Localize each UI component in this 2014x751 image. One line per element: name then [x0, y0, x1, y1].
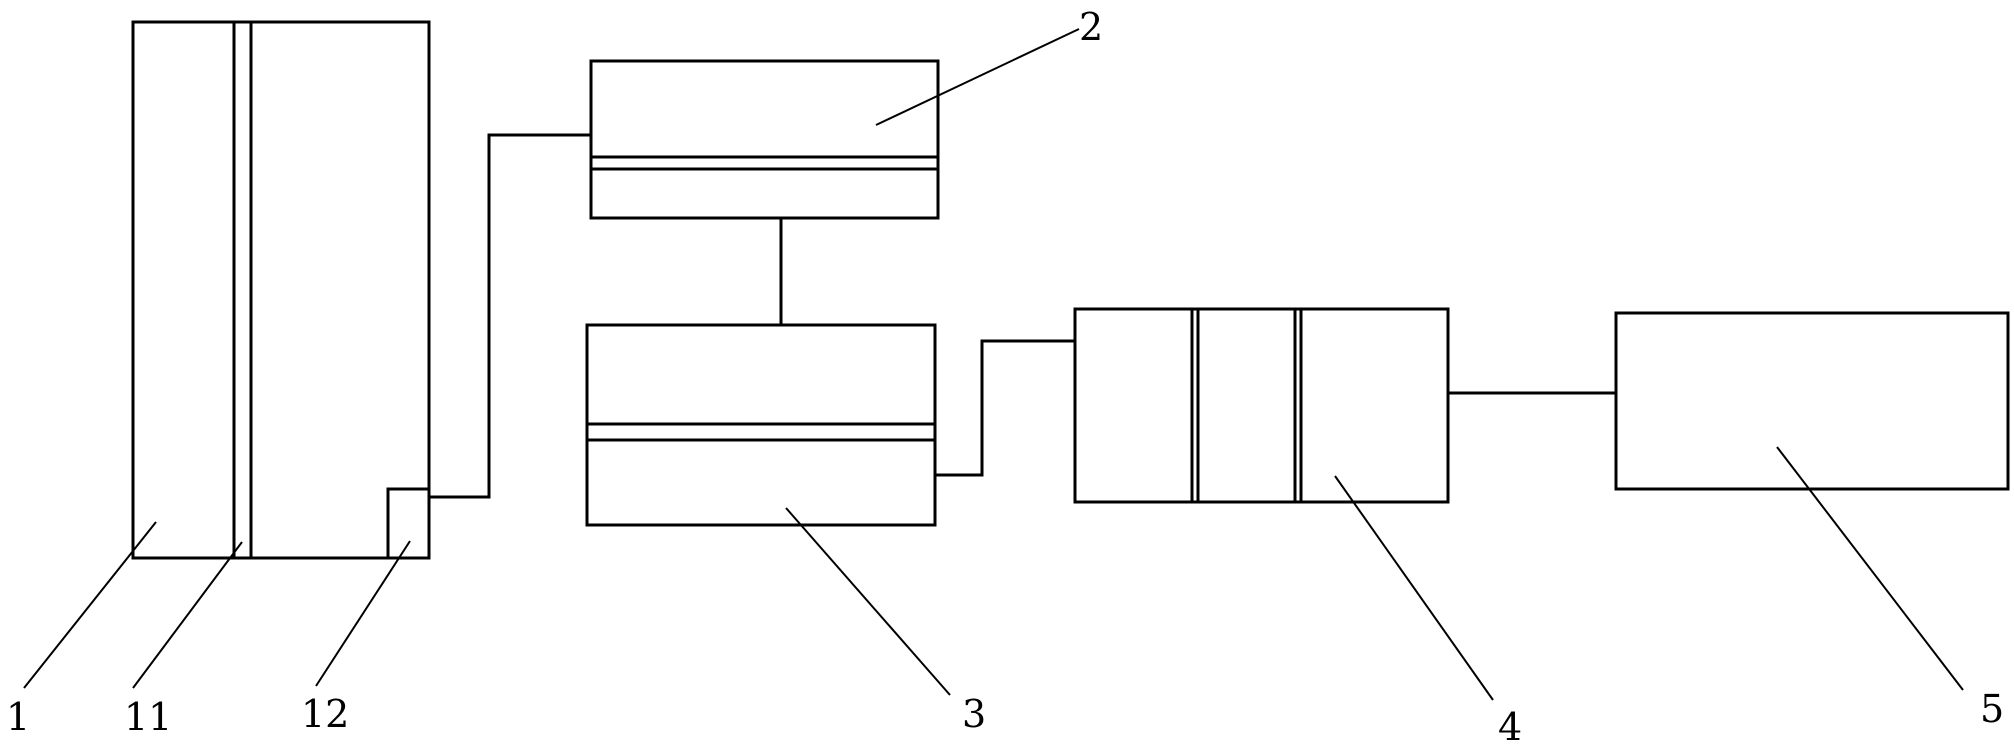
leader-11 — [132, 541, 243, 689]
label-12: 12 — [301, 692, 349, 736]
component-5-box — [1614, 311, 2010, 491]
label-5: 5 — [1980, 687, 2004, 731]
component-3-box — [585, 323, 937, 527]
leader-2 — [875, 28, 1080, 126]
label-3: 3 — [962, 692, 986, 736]
wire-12-to-2 — [429, 133, 591, 499]
leader-3 — [785, 507, 951, 696]
wire-3-to-4 — [935, 339, 1075, 477]
leader-5 — [1776, 446, 1964, 691]
label-11: 11 — [124, 695, 172, 739]
component-4-box — [1073, 307, 1450, 504]
component-1-cabinet — [131, 20, 431, 560]
leader-4 — [1334, 475, 1494, 701]
label-2: 2 — [1079, 5, 1103, 49]
leader-12 — [315, 540, 411, 687]
label-4: 4 — [1498, 705, 1522, 749]
label-1: 1 — [6, 695, 30, 739]
component-12-small-box — [386, 487, 431, 560]
leader-1 — [23, 521, 157, 689]
component-2-box — [589, 59, 940, 220]
